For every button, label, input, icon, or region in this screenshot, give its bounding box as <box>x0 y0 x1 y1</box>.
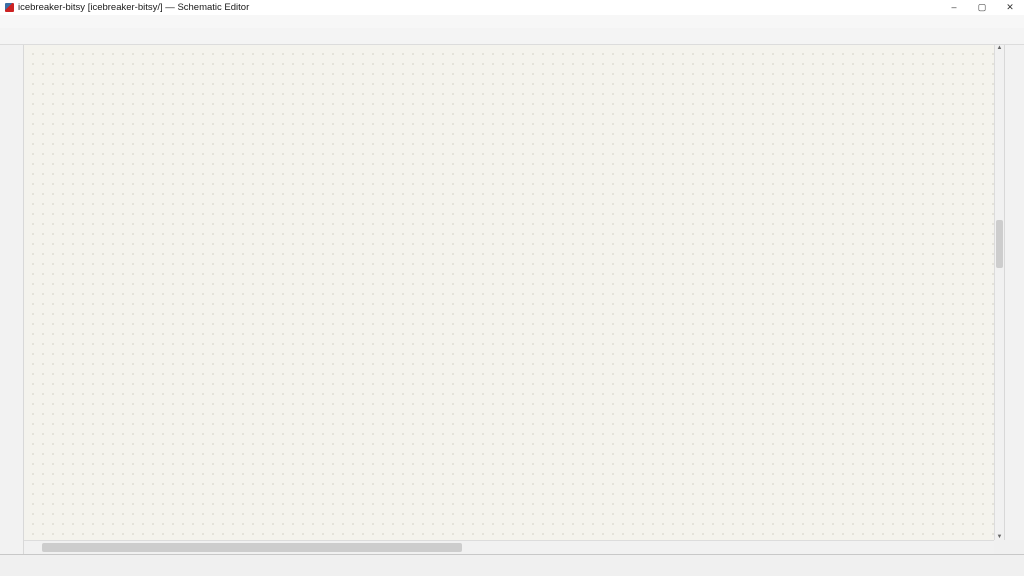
titlebar: icebreaker-bitsy [icebreaker-bitsy/] — S… <box>0 0 1024 15</box>
vertical-scroll-thumb[interactable] <box>996 220 1003 268</box>
horizontal-scroll-thumb[interactable] <box>42 543 462 552</box>
vertical-scrollbar[interactable]: ▲ ▼ <box>994 45 1004 540</box>
menubar <box>0 15 1024 28</box>
close-button[interactable]: ✕ <box>1006 2 1014 12</box>
status-bar <box>0 554 1024 576</box>
right-tools-toolbar <box>1004 45 1024 540</box>
main-toolbar <box>0 28 1024 45</box>
scroll-down-arrow[interactable]: ▼ <box>996 534 1003 540</box>
scroll-up-arrow[interactable]: ▲ <box>996 45 1003 51</box>
horizontal-scrollbar[interactable] <box>24 540 994 554</box>
maximize-button[interactable]: ▢ <box>977 2 987 12</box>
app-icon <box>5 3 14 12</box>
schematic-canvas[interactable] <box>24 45 994 540</box>
window-title: icebreaker-bitsy [icebreaker-bitsy/] — S… <box>18 2 250 13</box>
minimize-button[interactable]: – <box>951 2 957 12</box>
scrollbar-corner <box>994 540 1024 554</box>
left-options-toolbar <box>0 45 24 554</box>
